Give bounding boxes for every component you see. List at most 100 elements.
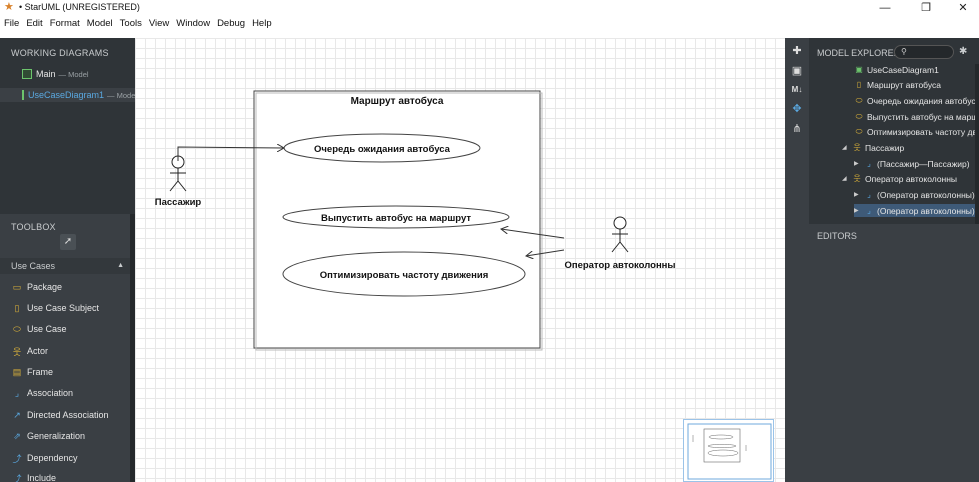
diagram-thumbnail-icon[interactable]: ▣: [791, 65, 803, 77]
include-icon: ⤴: [12, 473, 22, 482]
use-case-optimize[interactable]: [282, 251, 526, 297]
directed-association-icon: ↗: [13, 409, 21, 420]
tool-label: Use Case: [27, 324, 67, 334]
subject-icon: ▯: [856, 80, 862, 89]
collapsed-triangle-icon[interactable]: ▶: [854, 161, 859, 167]
search-icon: ⚲: [901, 47, 907, 56]
tool-directed-association[interactable]: ↗Directed Association: [12, 408, 108, 422]
menu-window[interactable]: Window: [176, 18, 211, 29]
working-diagrams-title: WORKING DIAGRAMS: [11, 48, 109, 58]
tree-item-subject[interactable]: ▯Маршрут автобуса: [854, 78, 941, 91]
use-case-dispatch-label: Выпустить автобус на маршрут: [321, 213, 471, 224]
menu-help[interactable]: Help: [252, 18, 272, 29]
tree-item-diagram[interactable]: ▣ UseCaseDiagram1: [854, 64, 939, 76]
association-icon: ⌟: [867, 206, 871, 215]
tool-association[interactable]: ⌟Association: [12, 386, 73, 400]
use-case-dispatch[interactable]: [282, 205, 510, 229]
diagram-canvas[interactable]: Маршрут автобуса Очередь ожидания автобу…: [135, 38, 785, 482]
menu-format[interactable]: Format: [49, 18, 80, 29]
subject-title: Маршрут автобуса: [351, 95, 444, 107]
gear-icon[interactable]: ✱: [959, 46, 968, 57]
tree-item-usecase-queue[interactable]: ⬭ Очередь ожидания автобуса: [854, 94, 979, 107]
actor-operator-label: Оператор автоколонны: [564, 260, 675, 271]
working-diagram-suffix: — Model: [107, 90, 138, 100]
diagram-icon: ▣: [855, 65, 863, 74]
toolbox-title: TOOLBOX: [11, 222, 56, 232]
editors-title: EDITORS: [817, 231, 857, 241]
actor-operator[interactable]: [611, 216, 629, 253]
tree-label: UseCaseDiagram1: [867, 64, 939, 75]
staruml-logo-icon: ★: [4, 1, 14, 13]
minimap[interactable]: [683, 419, 774, 482]
share-graph-icon[interactable]: ⋔: [792, 123, 802, 135]
menu-model[interactable]: Model: [86, 18, 113, 29]
actor-icon: 웃: [853, 174, 861, 183]
tool-use-case-subject[interactable]: ▯Use Case Subject: [12, 301, 100, 315]
association-passenger-queue[interactable]: [177, 147, 284, 161]
diagram-icon: [22, 90, 24, 100]
tree-label: (Пассажир—Пассажир): [877, 158, 970, 169]
tool-include[interactable]: ⤴Include: [12, 471, 56, 482]
tool-package[interactable]: ▭Package: [12, 280, 62, 294]
tree-label: Оптимизировать частоту движения: [867, 126, 979, 137]
tree-item-association-operator-2[interactable]: ▶⌟(Оператор автоколонны): [854, 204, 979, 217]
explorer-tree: ▣ UseCaseDiagram1 ▯Маршрут автобуса ⬭ Очер…: [809, 64, 979, 224]
menu-view[interactable]: View: [148, 18, 170, 29]
working-diagram-usecase[interactable]: UseCaseDiagram1 — Model: [0, 88, 138, 102]
menu-bar: File Edit Format Model Tools View Window…: [0, 16, 979, 32]
package-icon: ▭: [12, 281, 22, 292]
title-bar: ★ • StarUML (UNREGISTERED) — ❐ ✕: [0, 0, 979, 16]
close-button[interactable]: ✕: [958, 2, 968, 14]
collapsed-triangle-icon[interactable]: ▶: [854, 208, 859, 214]
toolbox-group-label: Use Cases: [11, 261, 56, 271]
tree-label: (Оператор автоколонны): [877, 189, 975, 200]
association-icon: ⌟: [867, 190, 871, 199]
pointer-tool-button[interactable]: ➚: [60, 234, 76, 250]
tree-item-association-passenger[interactable]: ▶ ⌟ (Пассажир—Пассажир): [854, 157, 970, 170]
collapsed-triangle-icon[interactable]: ▶: [854, 192, 859, 198]
collapse-caret-icon: ▲: [117, 262, 124, 269]
usecase-icon: ⬭: [855, 95, 863, 105]
tool-generalization[interactable]: ⇗Generalization: [12, 429, 85, 443]
window-title: • StarUML (UNREGISTERED): [19, 2, 140, 12]
navigator-target-icon[interactable]: ✥: [792, 103, 802, 115]
menu-tools[interactable]: Tools: [119, 18, 142, 29]
working-diagram-main[interactable]: Main — Model: [22, 67, 89, 81]
minimize-button[interactable]: —: [879, 2, 891, 14]
menu-debug[interactable]: Debug: [217, 18, 246, 29]
tool-label: Dependency: [27, 453, 78, 463]
association-operator-optimize[interactable]: [526, 249, 565, 256]
menu-edit[interactable]: Edit: [26, 18, 43, 29]
maximize-button[interactable]: ❐: [921, 2, 931, 14]
usecase-icon: ⬭: [855, 111, 863, 121]
association-icon: ⌟: [867, 159, 871, 168]
tree-item-actor-operator[interactable]: ◢ 웃 Оператор автоколонны: [842, 172, 957, 185]
tree-item-usecase-dispatch[interactable]: ⬭ Выпустить автобус на маршрут: [854, 110, 979, 123]
subject-shadow: [255, 92, 543, 351]
menu-file[interactable]: File: [4, 18, 20, 29]
tool-use-case[interactable]: ⬭Use Case: [12, 322, 67, 336]
actor-icon: 웃: [12, 346, 22, 357]
expanded-triangle-icon[interactable]: ◢: [842, 145, 847, 151]
tree-label: Оператор автоколонны: [865, 173, 958, 184]
markdown-icon[interactable]: M↓: [791, 85, 803, 94]
tree-label: Выпустить автобус на маршрут: [867, 111, 979, 122]
expanded-triangle-icon[interactable]: ◢: [842, 176, 847, 182]
explorer-title: MODEL EXPLORER: [817, 48, 901, 58]
tree-item-usecase-optimize[interactable]: ⬭Оптимизировать частоту движения: [854, 125, 979, 138]
association-operator-dispatch[interactable]: [501, 229, 565, 239]
explorer-scrollbar[interactable]: [975, 64, 979, 224]
toolbox-group-header[interactable]: Use Cases ▲: [0, 258, 130, 274]
subject-icon: ▯: [14, 302, 20, 313]
working-diagram-label: UseCaseDiagram1: [28, 90, 105, 100]
extensions-puzzle-icon[interactable]: ✚: [792, 45, 802, 57]
actor-passenger[interactable]: [169, 155, 187, 192]
tree-item-association-operator-1[interactable]: ▶ ⌟ (Оператор автоколонны): [854, 188, 975, 201]
tree-label: Очередь ожидания автобуса: [867, 95, 979, 106]
toolbox-scrollbar[interactable]: [130, 214, 135, 482]
tool-dependency[interactable]: ⤴Dependency: [12, 451, 78, 465]
explorer-search-input[interactable]: ⚲: [894, 45, 954, 59]
tool-frame[interactable]: ▤Frame: [12, 365, 53, 379]
